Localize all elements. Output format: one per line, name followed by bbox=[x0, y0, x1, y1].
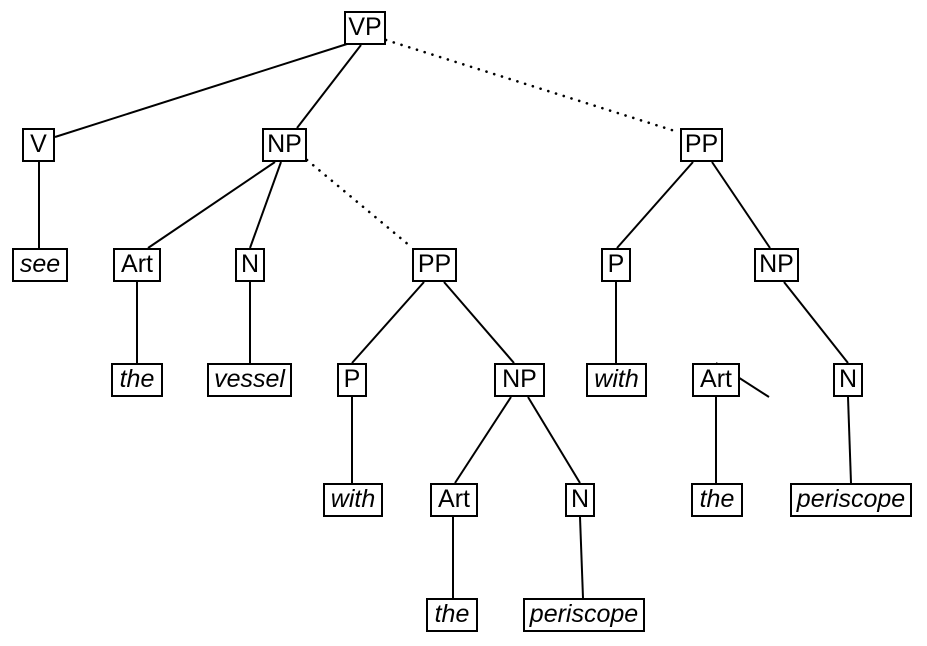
tree-node-np_low: NP bbox=[494, 363, 545, 397]
tree-edge-pp_high-to-p_with_high bbox=[616, 161, 694, 249]
node-label: with bbox=[330, 484, 376, 513]
node-label: NP bbox=[759, 249, 794, 278]
tree-node-n_peri_low: N bbox=[565, 483, 595, 517]
node-label: PP bbox=[684, 129, 719, 158]
node-label: periscope bbox=[529, 599, 639, 628]
tree-edge-vp-to-np_obj bbox=[296, 44, 362, 129]
tree-node-np_high: NP bbox=[754, 248, 799, 282]
node-label: PP bbox=[417, 249, 452, 278]
tree-edge-pp_high-to-np_high bbox=[711, 161, 771, 249]
tree-edge-n_peri_low-to-periscope_low bbox=[579, 516, 584, 599]
node-label: N bbox=[240, 249, 260, 278]
tree-edge-np_obj-to-art_the1 bbox=[147, 161, 276, 249]
node-label: NP bbox=[267, 129, 302, 158]
node-label: see bbox=[19, 249, 61, 278]
tree-node-pp_low: PP bbox=[412, 248, 457, 282]
tree-leaf-the1: the bbox=[111, 363, 163, 397]
tree-node-pp_high: PP bbox=[680, 128, 723, 162]
tree-edge-vp-to-v bbox=[54, 43, 348, 138]
tree-node-n_peri_high: N bbox=[833, 363, 863, 397]
node-label: the bbox=[434, 599, 470, 628]
tree-edge-n_peri_high-to-periscope_high bbox=[847, 396, 852, 484]
node-label: the bbox=[699, 484, 735, 513]
tree-node-art_the1: Art bbox=[113, 248, 161, 282]
tree-edge-np_high-to-n_peri_high bbox=[783, 281, 849, 364]
tree-node-p_with_low: P bbox=[337, 363, 367, 397]
tree-node-v: V bbox=[22, 128, 55, 162]
node-label: Art bbox=[121, 249, 153, 278]
tree-node-np_obj: NP bbox=[262, 128, 307, 162]
tree-node-art_the_high: Art bbox=[692, 363, 740, 397]
node-label: P bbox=[343, 364, 361, 393]
node-label: vessel bbox=[214, 364, 285, 393]
tree-node-n_vessel: N bbox=[235, 248, 265, 282]
node-label: with bbox=[594, 364, 639, 393]
tree-edge-pp_low-to-p_with_low bbox=[351, 281, 425, 364]
node-label: the bbox=[119, 364, 155, 393]
node-label: P bbox=[607, 249, 625, 278]
tree-leaf-periscope_low: periscope bbox=[523, 598, 645, 632]
node-label: Art bbox=[438, 484, 470, 513]
node-label: V bbox=[30, 129, 47, 158]
tree-edge-np_low-to-art_the_low bbox=[454, 396, 512, 484]
tree-leaf-with_low: with bbox=[323, 483, 383, 517]
node-label: periscope bbox=[796, 484, 906, 513]
tree-edge-np_obj-to-n_vessel bbox=[249, 161, 282, 249]
tree-leaf-see: see bbox=[12, 248, 68, 282]
tree-node-art_the_low: Art bbox=[430, 483, 478, 517]
node-label: NP bbox=[502, 364, 537, 393]
tree-leaf-the_low: the bbox=[426, 598, 478, 632]
tree-leaf-vessel: vessel bbox=[207, 363, 292, 397]
node-label: N bbox=[838, 364, 858, 393]
tree-leaf-periscope_high: periscope bbox=[790, 483, 912, 517]
node-label: VP bbox=[348, 12, 382, 41]
tree-leaf-the_high: the bbox=[691, 483, 743, 517]
node-label: Art bbox=[700, 364, 732, 393]
tree-edge-pp_low-to-np_low bbox=[443, 281, 515, 364]
tree-node-vp: VP bbox=[344, 11, 386, 45]
tree-leaf-with_high: with bbox=[586, 363, 647, 397]
tree-node-p_with_high: P bbox=[601, 248, 631, 282]
node-label: N bbox=[570, 484, 590, 513]
tree-edge-vp-to-pp_high bbox=[384, 38, 680, 134]
tree-edge-np_low-to-n_peri_low bbox=[527, 396, 581, 484]
